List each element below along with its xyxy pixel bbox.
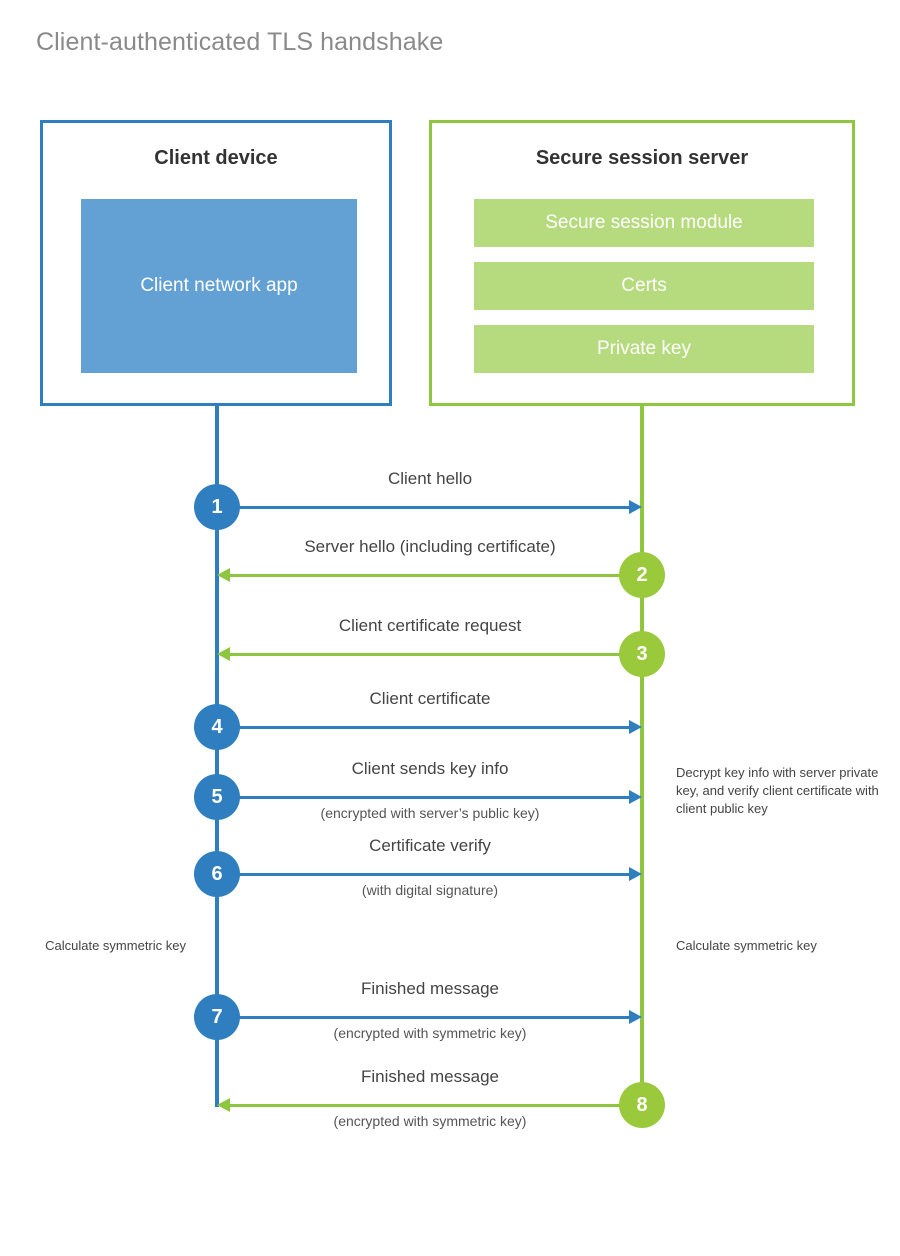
step-3-label: Client certificate request <box>338 616 522 635</box>
note-client-calculate-symmetric-key: Calculate symmetric key <box>45 938 186 953</box>
step-1-label: Client hello <box>387 469 473 488</box>
step-badge-5[interactable]: 5 <box>194 774 240 820</box>
step-5-sublabel: (encrypted with server’s public key) <box>320 805 540 821</box>
secure-session-server-box: Secure session server Secure session mod… <box>429 120 855 406</box>
client-lifeline <box>215 405 219 1107</box>
secure-session-server-title: Secure session server <box>535 147 749 169</box>
step-7-label: Finished message <box>361 979 499 998</box>
client-network-app-block: Client network app <box>81 199 357 373</box>
step-2-label: Server hello (including certificate) <box>304 537 556 556</box>
page-title: Client-authenticated TLS handshake <box>36 28 444 56</box>
step-1-arrow-line <box>217 506 629 509</box>
step-badge-7[interactable]: 7 <box>194 994 240 1040</box>
step-8-arrow-head-icon <box>217 1098 230 1112</box>
step-5-arrow-line <box>217 796 629 799</box>
step-2-arrow-line <box>230 574 642 577</box>
step-badge-6[interactable]: 6 <box>194 851 240 897</box>
step-6-sublabel: (with digital signature) <box>361 882 499 898</box>
step-3-arrow-head-icon <box>217 647 230 661</box>
server-component-private-key: Private key <box>474 325 814 373</box>
step-7-sublabel: (encrypted with symmetric key) <box>333 1025 527 1041</box>
note-server-calculate-symmetric-key: Calculate symmetric key <box>676 938 817 953</box>
step-1-arrow-head-icon <box>629 500 642 514</box>
client-device-box: Client device Client network app <box>40 120 392 406</box>
step-badge-2[interactable]: 2 <box>619 552 665 598</box>
step-badge-1[interactable]: 1 <box>194 484 240 530</box>
step-8-sublabel: (encrypted with symmetric key) <box>333 1113 527 1129</box>
step-3-arrow-line <box>230 653 642 656</box>
step-6-label: Certificate verify <box>369 836 491 855</box>
step-4-arrow-head-icon <box>629 720 642 734</box>
server-component-certs: Certs <box>474 262 814 310</box>
step-6-arrow-line <box>217 873 629 876</box>
step-6-arrow-head-icon <box>629 867 642 881</box>
step-5-label: Client sends key info <box>351 759 509 778</box>
step-7-arrow-head-icon <box>629 1010 642 1024</box>
step-7-arrow-line <box>217 1016 629 1019</box>
step-badge-4[interactable]: 4 <box>194 704 240 750</box>
step-5-arrow-head-icon <box>629 790 642 804</box>
step-badge-8[interactable]: 8 <box>619 1082 665 1128</box>
note-server-decrypt: Decrypt key info with server private key… <box>676 765 879 816</box>
server-lifeline <box>640 405 644 1107</box>
step-4-label: Client certificate <box>369 689 491 708</box>
step-8-label: Finished message <box>361 1067 499 1086</box>
step-4-arrow-line <box>217 726 629 729</box>
server-component-secure-session-module: Secure session module <box>474 199 814 247</box>
step-8-arrow-line <box>230 1104 642 1107</box>
client-device-title: Client device <box>154 147 278 169</box>
step-badge-3[interactable]: 3 <box>619 631 665 677</box>
step-2-arrow-head-icon <box>217 568 230 582</box>
